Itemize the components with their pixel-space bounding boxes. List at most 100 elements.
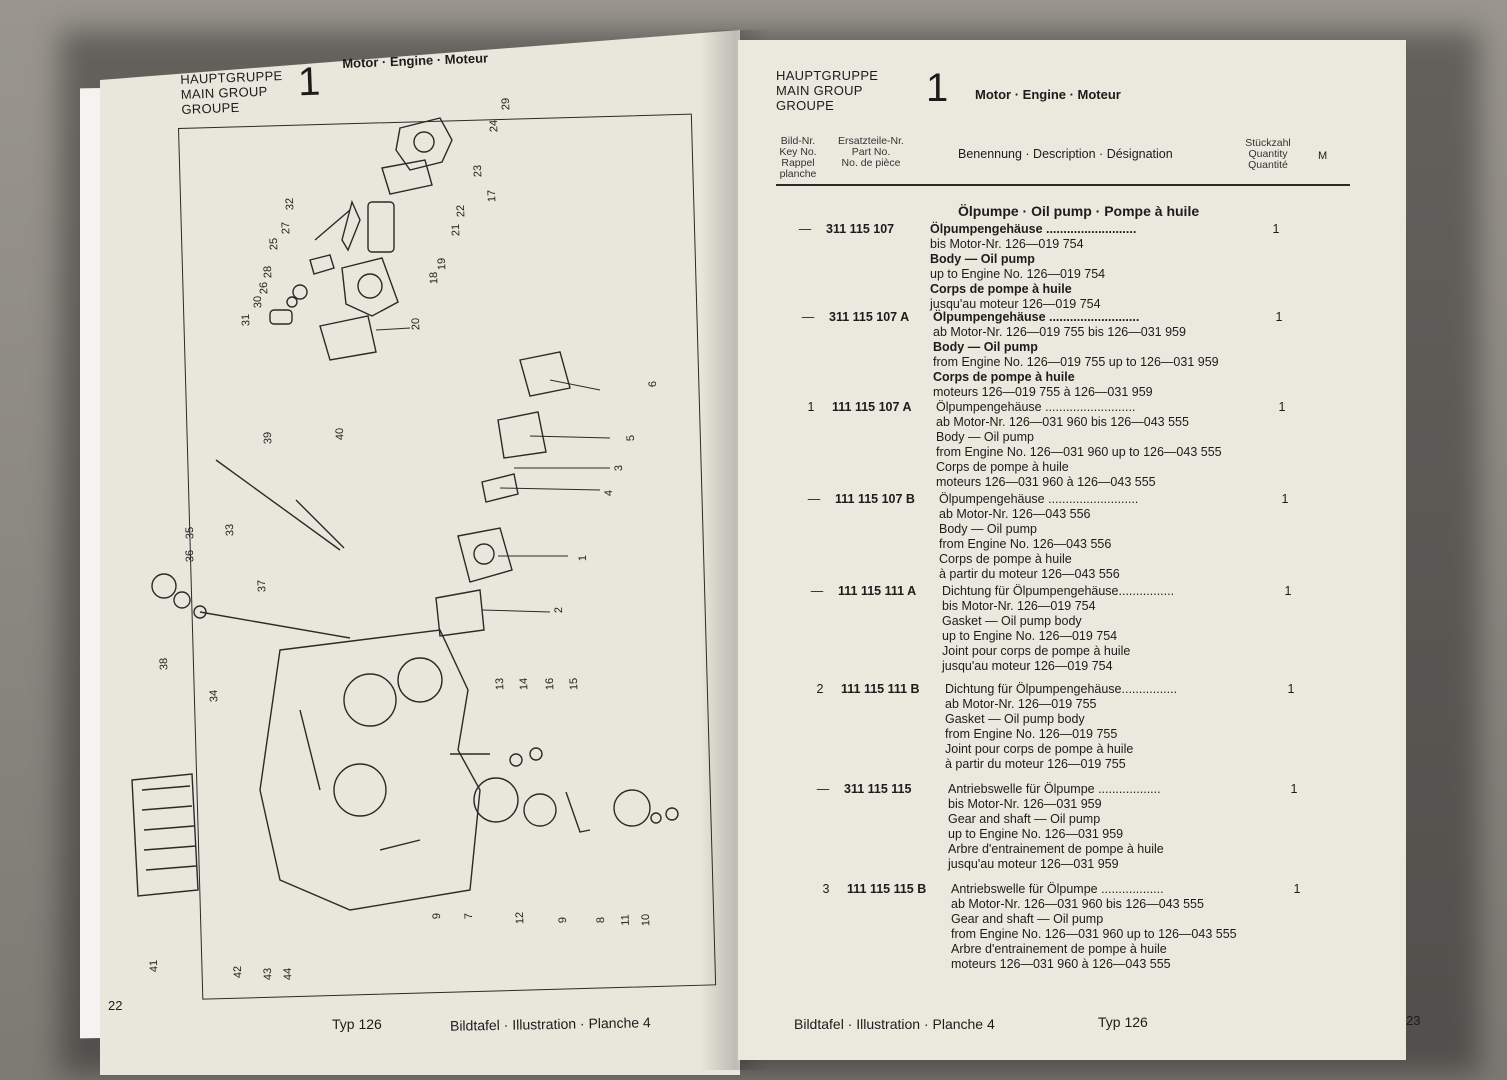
col-header-description: Benennung · Description · Désignation <box>958 147 1173 161</box>
part-4-gear <box>481 473 519 503</box>
callout-31: 31 <box>239 313 253 327</box>
entry-description-line: Gear and shaft — Oil pump <box>948 812 1101 826</box>
col-header-key: Bild-Nr. Key No. Rappel planche <box>772 136 824 180</box>
entry-description-line: Gasket — Oil pump body <box>945 712 1085 726</box>
right-group-number: 1 <box>926 66 949 110</box>
engine-block <box>259 629 481 911</box>
entry-part-number: 111 115 107 A <box>832 400 912 414</box>
entry-quantity: 1 <box>1290 782 1298 796</box>
right-footer-plate: Bildtafel · Illustration · Planche 4 <box>794 1016 995 1032</box>
entry-description-line: Dichtung für Ölpumpengehäuse............… <box>942 584 1175 598</box>
entry-description-line: ab Motor-Nr. 126—019 755 bis 126—031 959 <box>933 325 1186 339</box>
section-title: Ölpumpe · Oil pump · Pompe à huile <box>958 203 1200 219</box>
callout-7: 7 <box>462 912 476 920</box>
right-group-en: MAIN GROUP <box>776 83 863 98</box>
entry-description-line: Gasket — Oil pump body <box>942 614 1082 628</box>
entry-description: Dichtung für Ölpumpengehäuse............… <box>942 584 1272 674</box>
entry-description-line: ab Motor-Nr. 126—031 960 bis 126—043 555 <box>936 415 1189 429</box>
entry-quantity: 1 <box>1293 882 1301 896</box>
entry-description-line: jusqu'au moteur 126—031 959 <box>948 857 1119 871</box>
entry-description-line: ab Motor-Nr. 126—043 556 <box>939 507 1091 521</box>
callout-9a: 9 <box>430 912 444 920</box>
entry-description-line: up to Engine No. 126—019 754 <box>930 267 1106 281</box>
entry-description-line: from Engine No. 126—043 556 <box>939 537 1112 551</box>
part-10 <box>665 807 679 821</box>
part-9 <box>565 791 591 833</box>
callout-44: 44 <box>281 967 295 981</box>
right-footer-type: Typ 126 <box>1098 1014 1148 1030</box>
part-1-pump <box>457 527 513 583</box>
callout-4: 4 <box>602 489 616 497</box>
right-group-fr: GROUPE <box>776 98 835 113</box>
entry-description-line: Body — Oil pump <box>936 430 1034 444</box>
entry-part-number: 311 115 115 <box>844 782 912 796</box>
callout-1: 1 <box>576 554 590 562</box>
part-2-gasket <box>435 589 485 637</box>
entry-description-line: Ölpumpengehäuse ........................… <box>939 492 1139 506</box>
left-page-number: 22 <box>108 998 123 1013</box>
entry-description-line: from Engine No. 126—031 960 up to 126—04… <box>951 927 1237 941</box>
exploded-engine-illustration <box>131 117 679 911</box>
entry-key-number: 2 <box>816 682 824 696</box>
header-rule <box>776 184 1350 186</box>
oil-pump-cover <box>395 117 453 171</box>
entry-description-line: from Engine No. 126—019 755 up to 126—03… <box>933 355 1219 369</box>
entry-quantity: 1 <box>1287 682 1295 696</box>
entry-description-line: Body — Oil pump <box>939 522 1037 536</box>
callout-43: 43 <box>261 967 275 981</box>
entry-quantity: 1 <box>1284 584 1292 598</box>
entry-description-line: Corps de pompe à huile <box>936 460 1069 474</box>
left-page <box>100 30 740 1075</box>
col-header-part: Ersatzteile-Nr. Part No. No. de pièce <box>826 136 916 169</box>
col-qty-en: Quantity <box>1248 148 1288 160</box>
callout-42: 42 <box>231 965 245 979</box>
entry-description-line: bis Motor-Nr. 126—031 959 <box>948 797 1102 811</box>
entry-key-number: — <box>798 222 812 236</box>
callout-3: 3 <box>612 464 626 472</box>
entry-description-line: ab Motor-Nr. 126—031 960 bis 126—043 555 <box>951 897 1204 911</box>
callout-17: 17 <box>485 189 499 203</box>
callout-22: 22 <box>454 204 468 218</box>
col-key-de: Bild-Nr. <box>780 135 816 147</box>
entry-description: Ölpumpengehäuse ........................… <box>936 400 1266 490</box>
callout-20: 20 <box>409 317 423 331</box>
entry-quantity: 1 <box>1278 400 1286 414</box>
callout-27: 27 <box>279 221 293 235</box>
part-5 <box>497 411 547 459</box>
callout-34: 34 <box>207 689 221 703</box>
callout-37: 37 <box>255 579 269 593</box>
pump-gears <box>367 201 395 253</box>
entry-part-number: 111 115 115 B <box>847 882 927 896</box>
entry-description-line: Joint pour corps de pompe à huile <box>945 742 1134 756</box>
right-header: HAUPTGRUPPE MAIN GROUP GROUPE <box>776 68 878 113</box>
entry-description-line: moteurs 126—031 960 à 126—043 555 <box>951 957 1171 971</box>
callout-12: 12 <box>513 911 527 925</box>
right-title: Motor · Engine · Moteur <box>975 87 1121 102</box>
oil-tube <box>199 611 351 639</box>
callout-36: 36 <box>183 549 197 563</box>
part-11 <box>650 812 662 824</box>
callout-5: 5 <box>624 434 638 442</box>
entry-description-line: ab Motor-Nr. 126—019 755 <box>945 697 1097 711</box>
callout-29: 29 <box>499 97 513 111</box>
entry-description-line: à partir du moteur 126—019 755 <box>945 757 1126 771</box>
entry-key-number: — <box>810 584 824 598</box>
entry-key-number: 1 <box>807 400 815 414</box>
part-6 <box>519 351 571 397</box>
entry-description-line: up to Engine No. 126—031 959 <box>948 827 1124 841</box>
dipstick <box>215 459 341 551</box>
col-header-quantity: Stückzahl Quantity Quantité <box>1238 138 1298 171</box>
callout-41: 41 <box>147 959 161 973</box>
callout-32: 32 <box>283 197 297 211</box>
callout-26: 26 <box>257 281 271 295</box>
callout-39: 39 <box>261 431 275 445</box>
entry-key-number: 3 <box>822 882 830 896</box>
entry-part-number: 311 115 107 A <box>829 310 910 324</box>
callout-14: 14 <box>517 677 531 691</box>
callout-13: 13 <box>493 677 507 691</box>
entry-part-number: 311 115 107 <box>826 222 895 236</box>
